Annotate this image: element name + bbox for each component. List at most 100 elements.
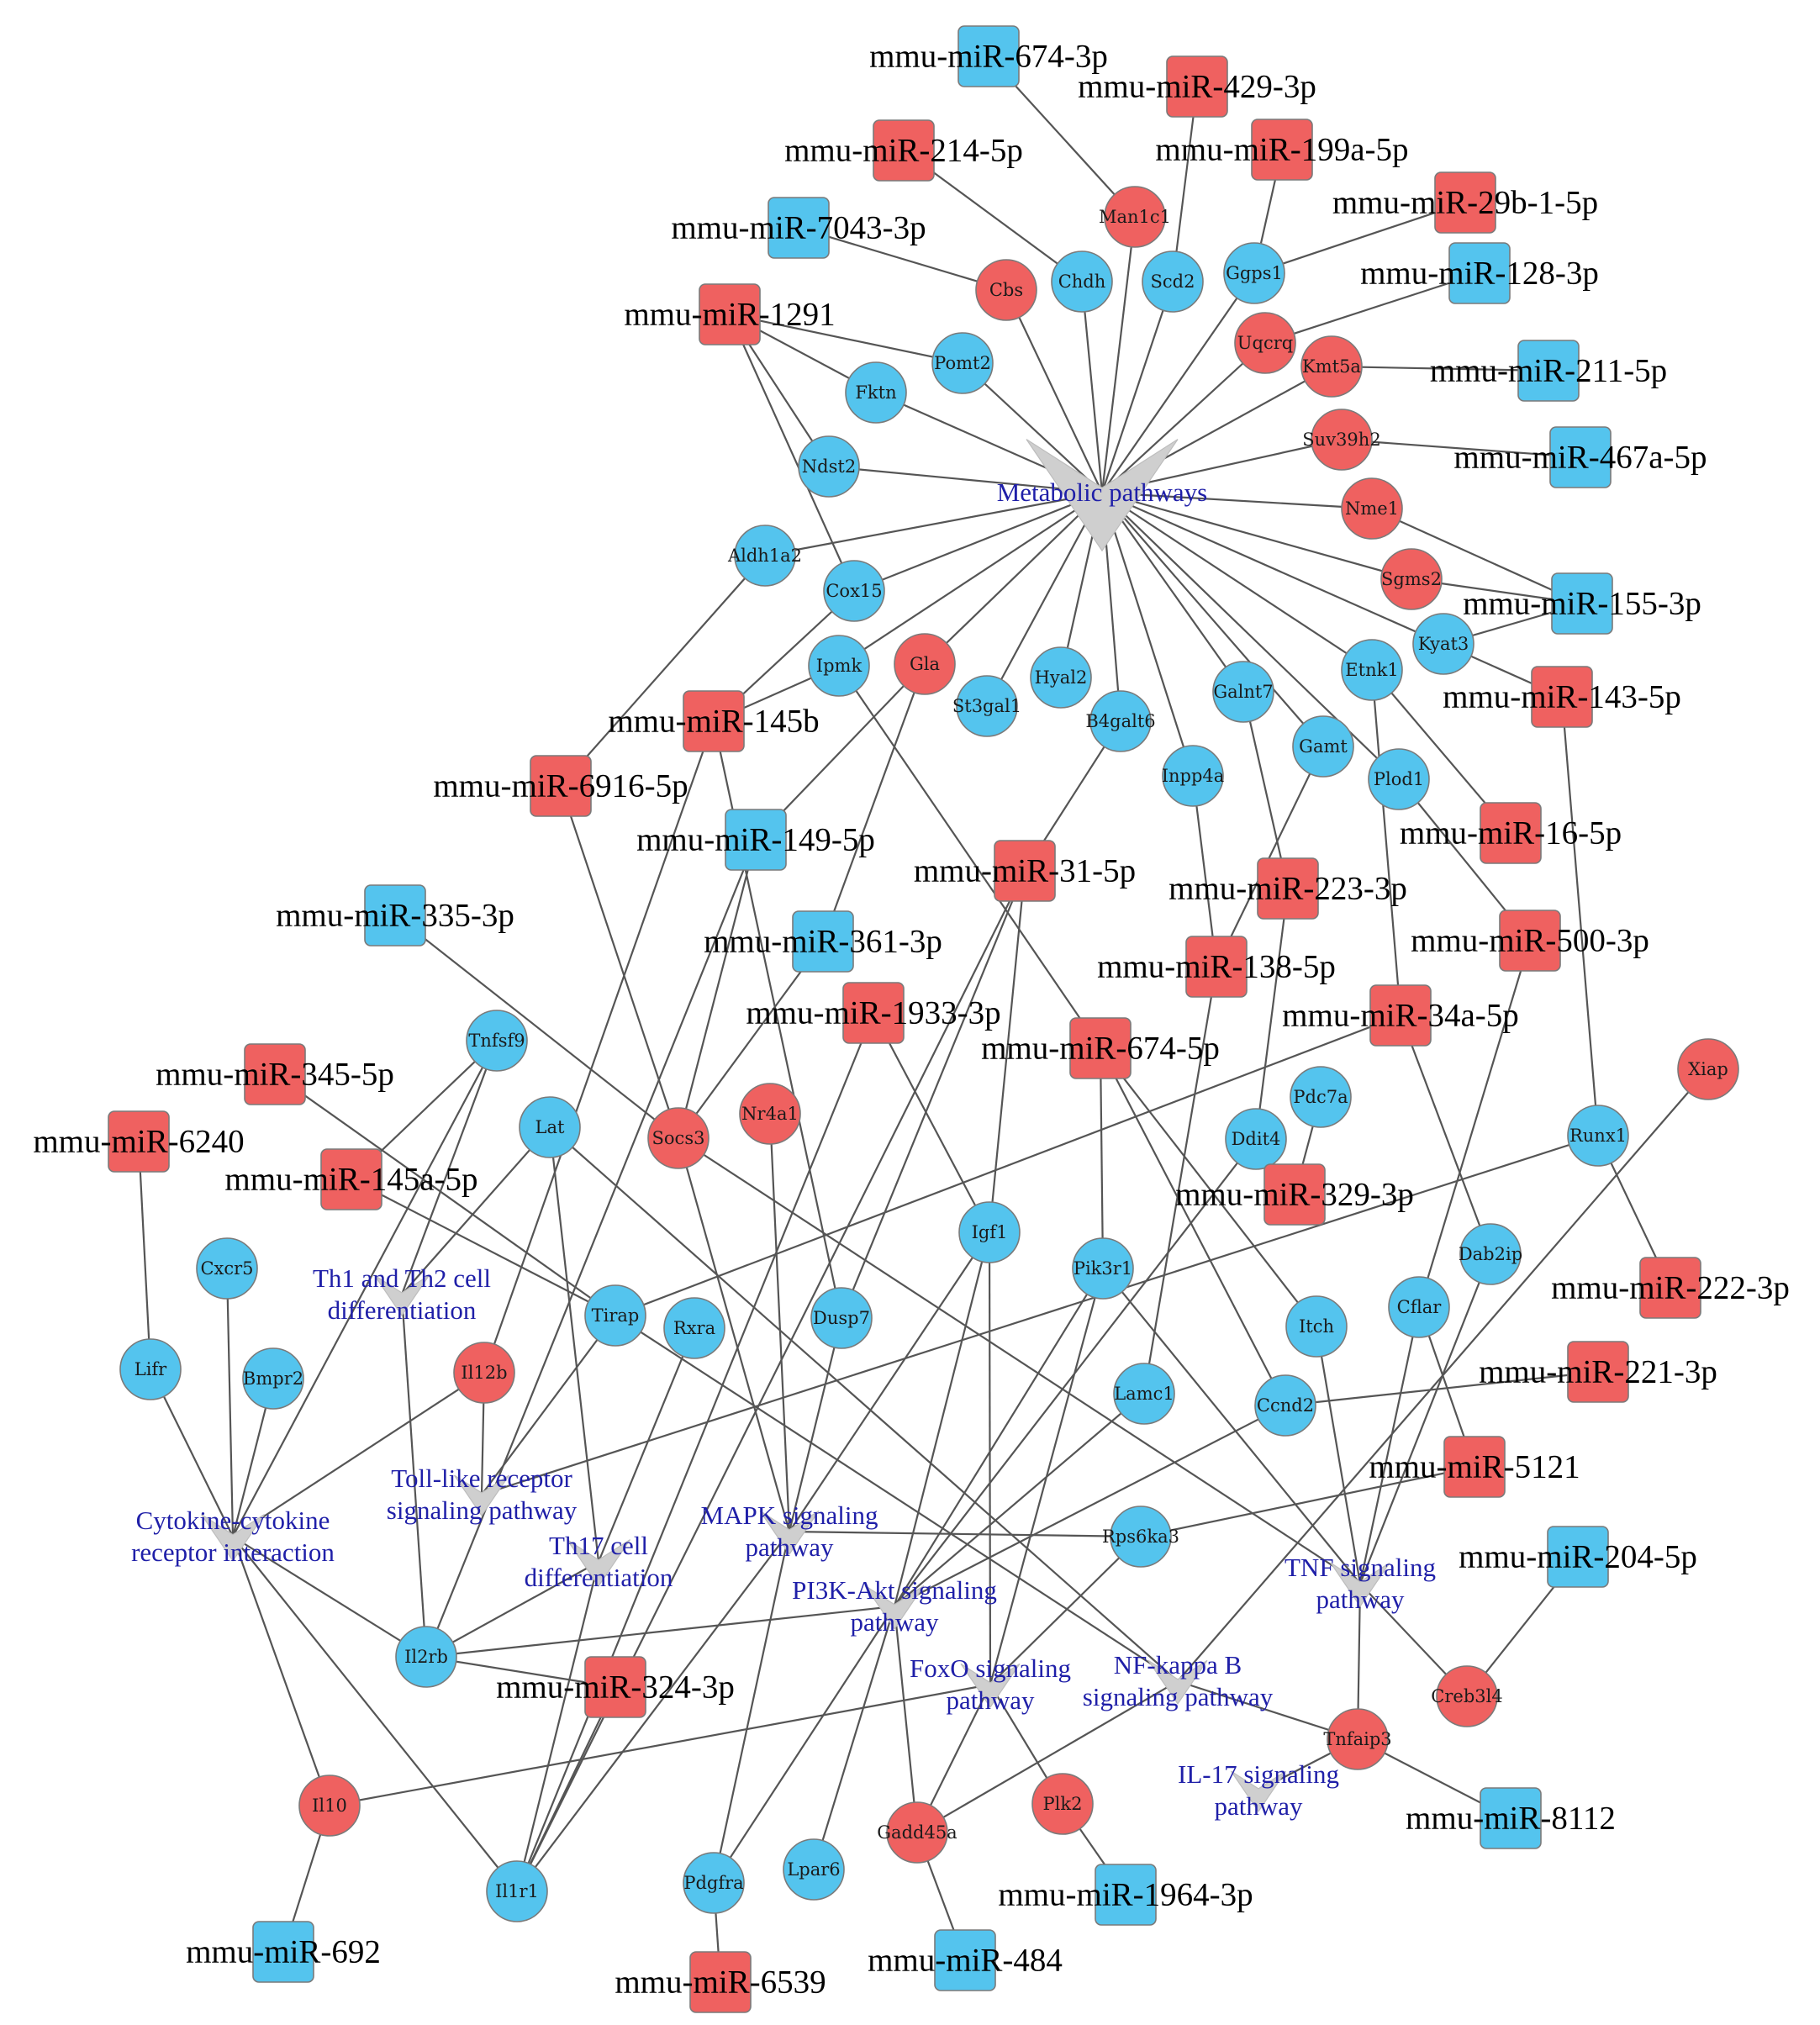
- mirna-node-m324[interactable]: mmu-miR-324-3p: [496, 1656, 735, 1718]
- gene-node-galnt7[interactable]: Galnt7: [1212, 661, 1274, 723]
- mirna-node-m1964[interactable]: mmu-miR-1964-3p: [998, 1864, 1253, 1926]
- mirna-node-m214[interactable]: mmu-miR-214-5p: [784, 119, 1023, 182]
- gene-node-pdgfra[interactable]: Pdgfra: [683, 1852, 745, 1914]
- gene-node-xiap[interactable]: Xiap: [1677, 1038, 1739, 1100]
- gene-node-gamt[interactable]: Gamt: [1292, 715, 1354, 778]
- gene-node-ggps1[interactable]: Ggps1: [1223, 242, 1285, 304]
- gene-node-hyal2[interactable]: Hyal2: [1030, 646, 1092, 709]
- gene-node-cflar[interactable]: Cflar: [1388, 1276, 1450, 1338]
- mirna-node-m8112[interactable]: mmu-miR-8112: [1406, 1787, 1616, 1849]
- mirna-node-m674_3p[interactable]: mmu-miR-674-3p: [869, 25, 1108, 87]
- gene-node-uqcrq[interactable]: Uqcrq: [1234, 312, 1296, 374]
- gene-node-lifr[interactable]: Lifr: [119, 1338, 182, 1400]
- mirna-node-m335[interactable]: mmu-miR-335-3p: [276, 884, 514, 947]
- mirna-node-m29b[interactable]: mmu-miR-29b-1-5p: [1332, 171, 1598, 234]
- gene-node-fktn[interactable]: Fktn: [845, 361, 907, 424]
- gene-node-pdc7a[interactable]: Pdc7a: [1290, 1066, 1352, 1128]
- gene-node-igf1[interactable]: Igf1: [958, 1201, 1021, 1263]
- gene-node-rxra[interactable]: Rxra: [663, 1297, 725, 1359]
- gene-node-runx1[interactable]: Runx1: [1567, 1105, 1629, 1167]
- gene-node-gadd45a[interactable]: Gadd45a: [877, 1801, 957, 1864]
- pathway-node-metabolic[interactable]: Metabolic pathways: [997, 439, 1208, 552]
- gene-node-itch[interactable]: Itch: [1285, 1295, 1348, 1358]
- gene-node-man1c1[interactable]: Man1c1: [1099, 186, 1171, 248]
- mirna-node-m329[interactable]: mmu-miR-329-3p: [1175, 1163, 1414, 1226]
- gene-node-b4galt6[interactable]: B4galt6: [1085, 690, 1156, 752]
- gene-node-ccnd2[interactable]: Ccnd2: [1254, 1374, 1316, 1437]
- mirna-node-m221[interactable]: mmu-miR-221-3p: [1479, 1341, 1717, 1403]
- gene-node-gla[interactable]: Gla: [894, 633, 956, 695]
- gene-node-il2rb[interactable]: Il2rb: [395, 1626, 457, 1688]
- gene-node-chdh[interactable]: Chdh: [1051, 250, 1113, 313]
- gene-node-pik3r1[interactable]: Pik3r1: [1072, 1237, 1134, 1300]
- gene-node-st3gal1[interactable]: St3gal1: [952, 675, 1021, 737]
- mirna-node-m5121[interactable]: mmu-miR-5121: [1369, 1436, 1580, 1498]
- mirna-node-m204[interactable]: mmu-miR-204-5p: [1459, 1526, 1697, 1588]
- mirna-node-m199a[interactable]: mmu-miR-199a-5p: [1155, 119, 1409, 181]
- mirna-node-m7043[interactable]: mmu-miR-7043-3p: [671, 197, 926, 259]
- mirna-node-m1933[interactable]: mmu-miR-1933-3p: [746, 982, 1001, 1044]
- gene-node-nr4a1[interactable]: Nr4a1: [739, 1083, 801, 1145]
- gene-node-etnk1[interactable]: Etnk1: [1341, 639, 1403, 701]
- gene-node-cbs[interactable]: Cbs: [975, 259, 1037, 321]
- gene-node-cxcr5[interactable]: Cxcr5: [196, 1237, 258, 1300]
- gene-node-il10[interactable]: Il10: [298, 1775, 361, 1837]
- mirna-node-m31[interactable]: mmu-miR-31-5p: [914, 840, 1136, 902]
- mirna-node-m145a[interactable]: mmu-miR-145a-5p: [224, 1148, 478, 1210]
- mirna-node-m6916[interactable]: mmu-miR-6916-5p: [433, 755, 688, 817]
- gene-node-tnfsf9[interactable]: Tnfsf9: [466, 1010, 528, 1072]
- gene-node-plod1[interactable]: Plod1: [1368, 748, 1430, 810]
- gene-node-pomt2[interactable]: Pomt2: [931, 332, 994, 394]
- gene-node-cox15[interactable]: Cox15: [823, 560, 885, 622]
- mirna-node-m222[interactable]: mmu-miR-222-3p: [1551, 1257, 1790, 1319]
- gene-node-inpp4a[interactable]: Inpp4a: [1162, 745, 1225, 807]
- gene-node-aldh1a2[interactable]: Aldh1a2: [727, 525, 802, 587]
- gene-node-il1r1[interactable]: Il1r1: [486, 1860, 548, 1922]
- gene-node-socs3[interactable]: Socs3: [647, 1107, 710, 1169]
- gene-node-rps6ka3[interactable]: Rps6ka3: [1102, 1506, 1179, 1568]
- mirna-node-m6240[interactable]: mmu-miR-6240: [33, 1110, 245, 1173]
- gene-node-nme1[interactable]: Nme1: [1341, 477, 1403, 540]
- gene-node-scd2[interactable]: Scd2: [1142, 250, 1204, 313]
- mirna-node-m16[interactable]: mmu-miR-16-5p: [1400, 802, 1622, 864]
- mirna-node-m692[interactable]: mmu-miR-692: [186, 1921, 381, 1983]
- mirna-node-m211[interactable]: mmu-miR-211-5p: [1430, 340, 1667, 402]
- mirna-node-m674_5p[interactable]: mmu-miR-674-5p: [981, 1017, 1220, 1079]
- gene-node-ipmk[interactable]: Ipmk: [808, 635, 870, 697]
- gene-node-suv39h2[interactable]: Suv39h2: [1302, 409, 1381, 471]
- mirna-node-m345[interactable]: mmu-miR-345-5p: [156, 1043, 394, 1105]
- mirna-node-m223[interactable]: mmu-miR-223-3p: [1168, 857, 1407, 920]
- gene-node-dusp7[interactable]: Dusp7: [810, 1287, 873, 1349]
- mirna-node-m6539[interactable]: mmu-miR-6539: [615, 1951, 826, 2013]
- mirna-node-m143[interactable]: mmu-miR-143-5p: [1443, 666, 1681, 728]
- mirna-node-m138[interactable]: mmu-miR-138-5p: [1097, 936, 1336, 998]
- mirna-node-m484[interactable]: mmu-miR-484: [868, 1929, 1063, 1991]
- gene-node-lamc1[interactable]: Lamc1: [1113, 1363, 1175, 1425]
- mirna-node-m467a[interactable]: mmu-miR-467a-5p: [1453, 426, 1707, 488]
- gene-node-sgms2[interactable]: Sgms2: [1380, 548, 1443, 610]
- mirna-node-m1291[interactable]: mmu-miR-1291: [624, 283, 836, 345]
- mirna-node-m145b[interactable]: mmu-miR-145b: [608, 690, 820, 752]
- mirna-node-m128[interactable]: mmu-miR-128-3p: [1360, 242, 1599, 304]
- mirna-node-m361[interactable]: mmu-miR-361-3p: [704, 910, 942, 973]
- gene-node-lpar6[interactable]: Lpar6: [783, 1838, 845, 1901]
- gene-node-kyat3[interactable]: Kyat3: [1412, 613, 1474, 675]
- mirna-node-m34a[interactable]: mmu-miR-34a-5p: [1282, 984, 1519, 1047]
- gene-node-dab2ip[interactable]: Dab2ip: [1459, 1223, 1522, 1285]
- gene-node-ndst2[interactable]: Ndst2: [798, 435, 860, 498]
- gene-node-lat[interactable]: Lat: [519, 1096, 581, 1158]
- mirna-node-m149[interactable]: mmu-miR-149-5p: [636, 809, 875, 871]
- gene-node-plk2[interactable]: Plk2: [1031, 1773, 1094, 1835]
- gene-node-tnfaip3[interactable]: Tnfaip3: [1323, 1708, 1392, 1770]
- mirna-node-m429[interactable]: mmu-miR-429-3p: [1078, 55, 1316, 118]
